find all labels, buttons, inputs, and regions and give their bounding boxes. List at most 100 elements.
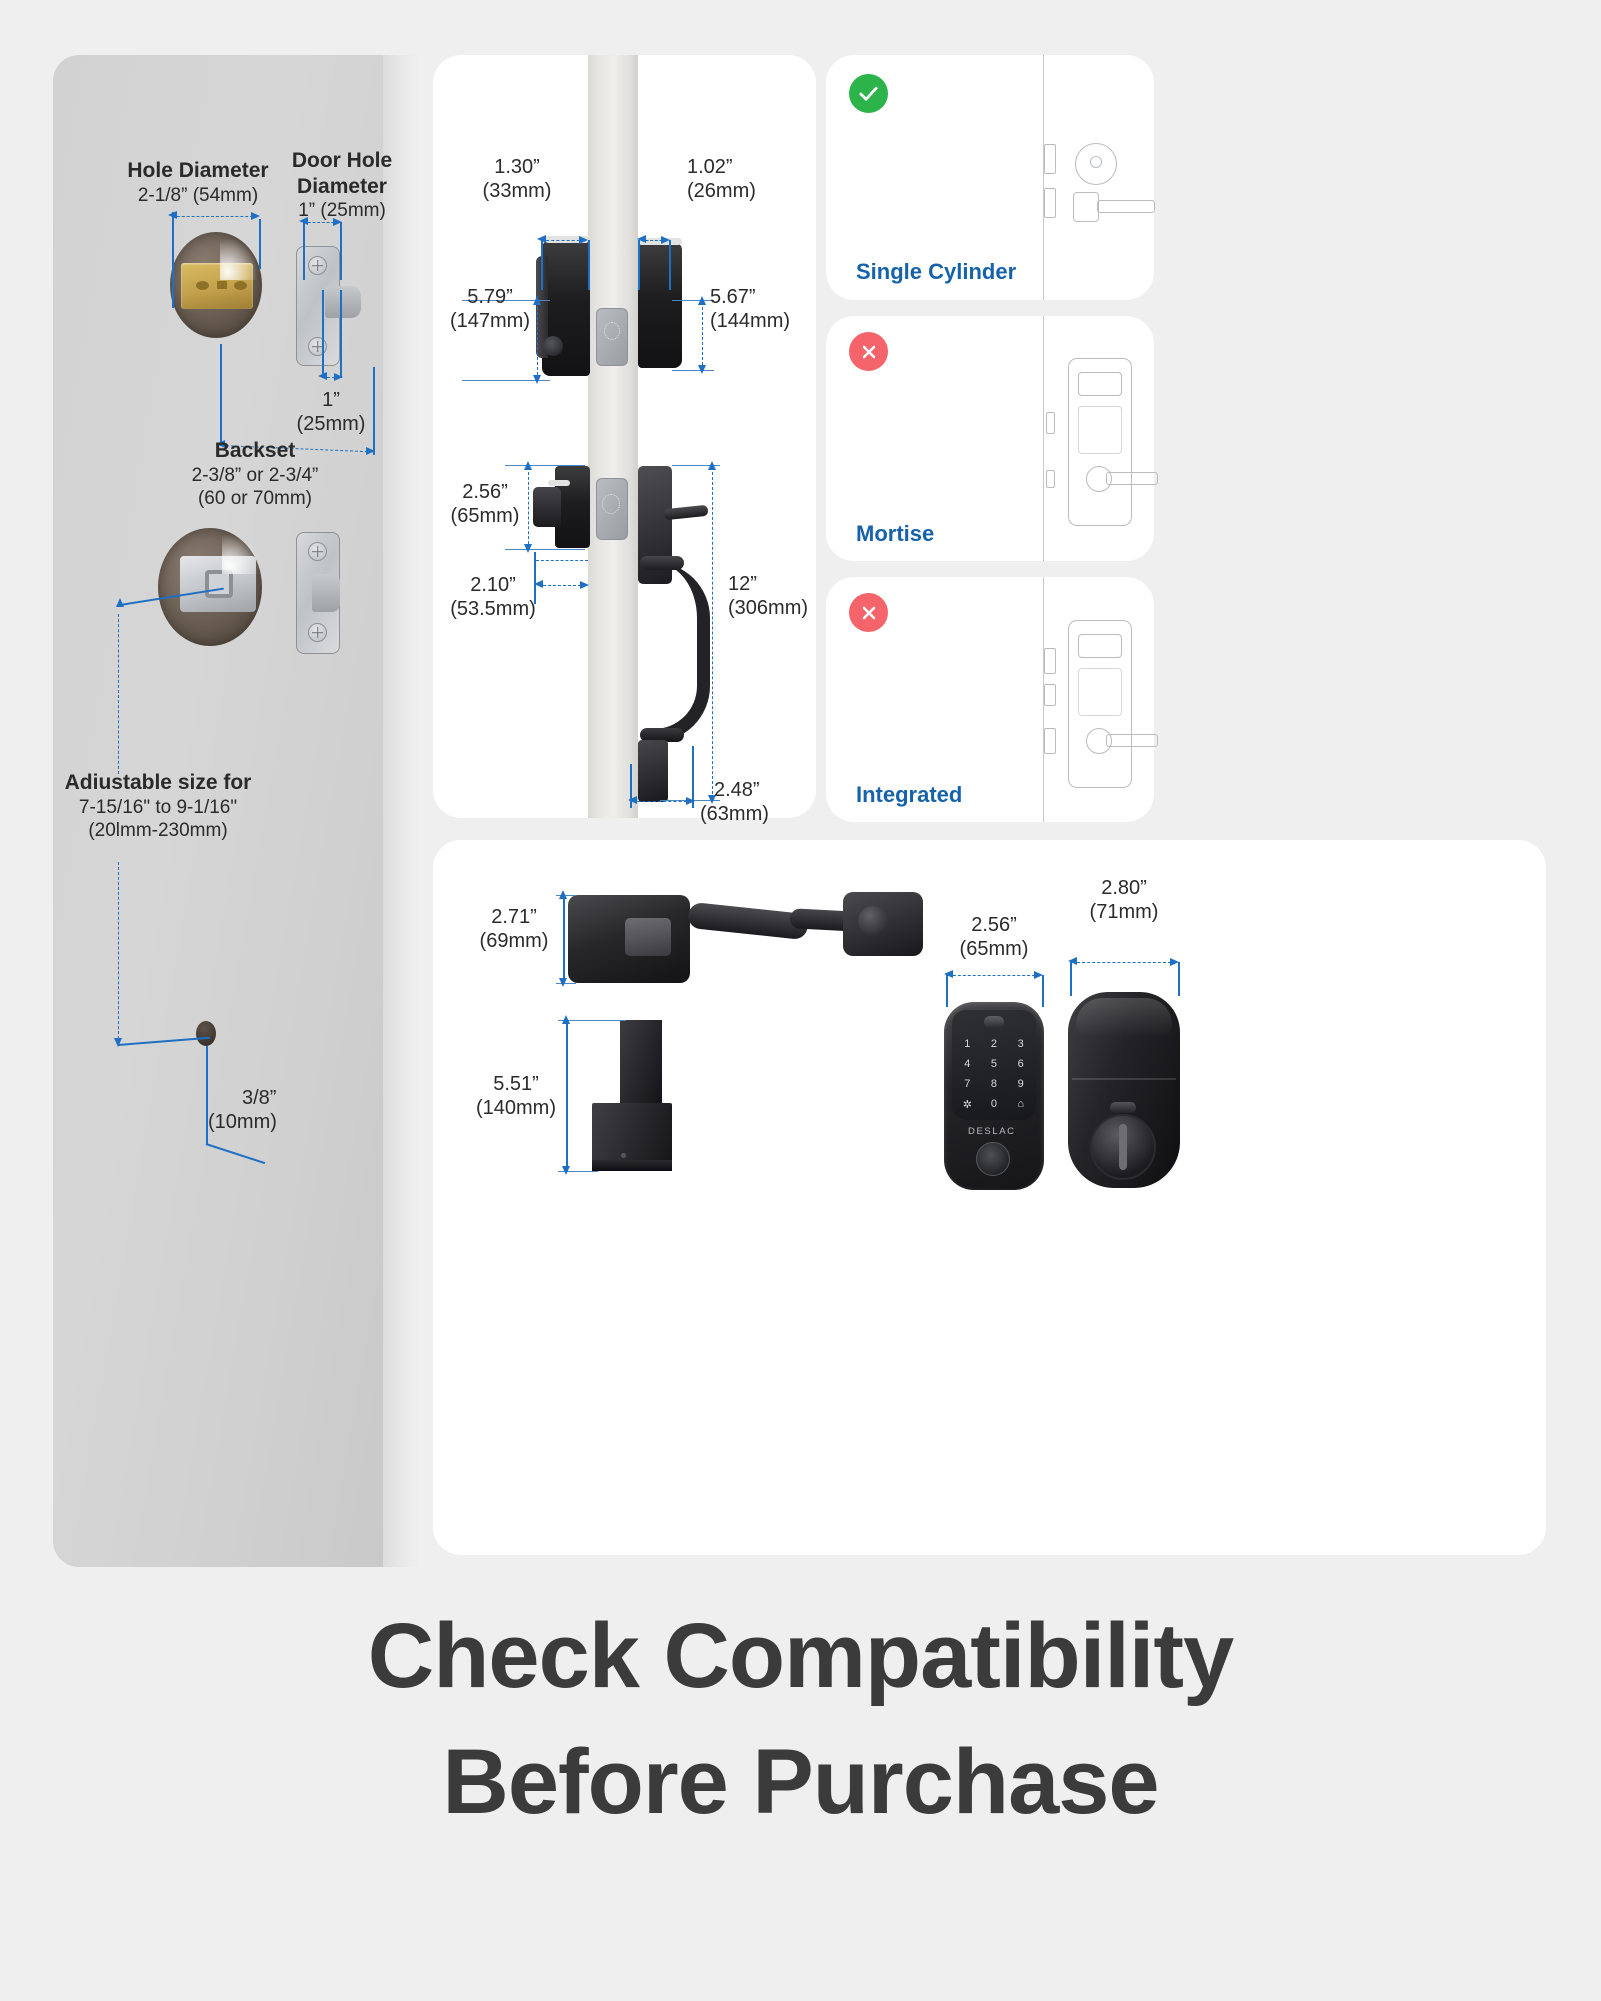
dim-12-arrow-up [708,461,716,470]
dim-adjustable-line-lower [118,862,119,1044]
compat1-deadbolt-cylinder [1075,143,1117,185]
dim-5-67-arrow-down [698,365,706,374]
dim-2-10-line [536,560,588,561]
dim-1-30-line [541,240,585,241]
compat2-lever-hub [1086,466,1112,492]
dim-2-48-arrow-right [686,797,695,805]
upper-bore-highlight [220,238,258,280]
deadbolt-seam [1072,1078,1176,1080]
dim-latch-line [322,377,340,378]
compat3-lever-hub [1086,728,1112,754]
dim-12-top-ext [672,465,720,466]
dim-2-48-ext-right [692,746,694,808]
dim-hole-diameter-arrow-right [251,212,260,220]
cross-icon-mortise [849,332,888,371]
dim-1-02-arrow-right [661,236,670,244]
dim-2-56-w-arrow-right [1034,971,1043,979]
keypad-key[interactable]: 3 [1017,1038,1024,1050]
dim-2-48-ext-left [630,764,632,808]
dim-2-10-arrow-left [534,580,543,588]
compat3-hinge-mid [1044,684,1056,706]
dim-latch-ext-left [322,290,324,378]
keypad-key[interactable]: 8 [990,1078,998,1090]
upper-latch-bolt [325,286,361,318]
dim-hole-diameter-ext-right [259,219,261,269]
dim-5-51-arrow-up [562,1015,570,1024]
dim-door-hole-arrow-left [299,217,308,225]
lower-latch-spindle-hole [205,570,233,598]
deadbolt-indicator-slot [1110,1102,1136,1113]
keypad-key[interactable]: 4 [964,1058,971,1070]
keypad-key[interactable]: 5 [990,1058,998,1070]
keypad-key[interactable]: ✲ [962,1098,972,1111]
keypad-key[interactable]: 6 [1017,1058,1024,1070]
dim-adjustable-arrow-up [116,598,124,607]
grip-screw-dot [621,1153,626,1158]
dim-5-51-bottom [558,1171,598,1172]
dim-1-02-ext-right [669,240,671,290]
dim-5-79-top-ext [462,300,550,301]
dim-latch-ext-right [340,290,342,378]
label-dim-2-10: 2.10” (53.5mm) [450,574,536,621]
dim-1-30-arrow-left [537,235,546,243]
dim-2-56-w-ext-left [946,975,948,1007]
compat3-door-edge [1043,577,1045,822]
keypad-key[interactable]: 7 [964,1078,971,1090]
dim-backset-ext-left [220,344,222,446]
keypad-power-indicator [984,1016,1004,1028]
dim-latch-arrow-right [334,373,343,381]
dim-1-02-line [641,240,667,241]
keypad-key[interactable]: 2 [990,1038,998,1050]
cross-icon-integrated [849,593,888,632]
fingerprint-sensor[interactable] [976,1142,1010,1176]
interior-module-upper [638,242,682,368]
upper-bolt-center-notch [217,281,227,289]
dim-5-51-top [558,1020,626,1021]
lower-latch-screw-bottom [308,623,327,642]
compat-label-mortise: Mortise [856,521,935,546]
dim-adjustable-arrow-down [114,1038,122,1047]
keypad-key[interactable]: 0 [990,1098,998,1110]
keypad-key[interactable]: 1 [964,1038,971,1050]
dim-2-56-w-line [948,975,1040,976]
center-door-slab [588,55,638,818]
label-dim-2-56-width: 2.56” (65mm) [959,914,1029,961]
dim-hole-diameter-ext-left [172,212,174,308]
headline-line-1: Check Compatibility [367,1605,1234,1707]
compat3-hinge-bottom [1044,728,1056,754]
label-door-hole-diameter: Door Hole Diameter 1” (25mm) [291,149,393,222]
handleset-base-plate [638,740,668,802]
lower-bore-highlight [222,534,260,574]
label-adjustable-size: Adiustable size for 7-15/16" to 9-1/16" … [64,771,252,841]
dim-2-48-arrow-left [628,796,637,804]
compat1-hinge-bottom [1044,188,1056,218]
dim-2-71-arrow-up [559,890,567,899]
dim-5-51-arrow-down [562,1166,570,1175]
dim-1-30-arrow-right [579,236,588,244]
lower-strike-hole [602,494,620,514]
compat1-keyhole [1090,156,1102,168]
page-headline: Check Compatibility Before Purchase [0,1610,1601,1828]
keypad-key[interactable]: 9 [1017,1078,1024,1090]
dim-1-30-ext-right [588,240,590,290]
dim-hole-diameter-line [172,216,258,217]
upper-bolt-slot-right [234,281,247,290]
keypad-key[interactable]: ⌂ [1017,1098,1024,1110]
keypad-touch-area [952,1010,1036,1120]
dim-2-56-arrow-up [524,461,532,470]
compat2-door-edge [1043,316,1045,561]
dim-5-79-line [537,302,538,380]
dim-12-line [712,467,713,799]
grip-lower-shadow [592,1160,672,1171]
upper-bolt-slot-left [196,281,209,290]
compat1-lever-handle [1097,200,1155,213]
keypad-number-grid[interactable]: 1 2 3 4 5 6 7 8 9 ✲ 0 ⌂ [954,1034,1034,1114]
dim-latch-arrow-left [318,372,327,380]
check-icon [849,74,888,113]
label-dim-1-30: 1.30” (33mm) [482,156,552,203]
compat-label-integrated: Integrated [856,782,963,807]
dim-2-71-arrow-down [559,978,567,987]
compat2-display [1078,372,1122,396]
handleset-grip-bottom [640,728,684,742]
lower-latch-screw-top [308,542,327,561]
